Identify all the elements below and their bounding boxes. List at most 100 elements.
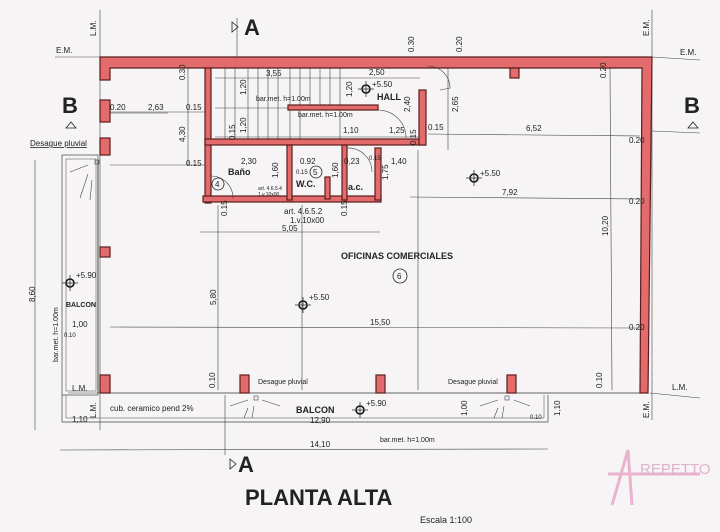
dimension: 0.30 (407, 36, 416, 52)
dimension: 6,52 (526, 124, 542, 133)
dimension: 0.15 (340, 200, 349, 216)
doors (210, 65, 451, 199)
lm-label: L.M. (72, 384, 88, 393)
note-barmet: bar.met. h=1.00m (298, 112, 353, 119)
section-b-left: B (62, 93, 78, 118)
room-balcon-bottom: BALCON (296, 405, 335, 415)
note-art: art. 4.6.5.4 (258, 186, 282, 192)
dimension: 12,90 (310, 416, 331, 425)
dimension: 7,92 (502, 188, 518, 197)
section-a-top: A (244, 15, 260, 40)
note-art: art. 4.6.5.2 (284, 207, 323, 216)
level-marker-icon (466, 170, 482, 186)
room-wc: W.C. (296, 179, 316, 189)
section-arrow-icon (687, 121, 699, 129)
dimension: 5,80 (209, 289, 218, 305)
walls (99, 56, 653, 394)
note-art: 1.v.10x00 (290, 216, 325, 225)
dimension: 1,10 (553, 400, 562, 416)
dimension: 1,60 (331, 162, 340, 178)
note-desague: Desague pluvial (258, 379, 308, 386)
level-label: +5.50 (480, 169, 501, 178)
room-hall: HALL (377, 92, 401, 102)
dimension: 1,10 (72, 415, 88, 424)
dimensions: 0.20 2,63 0.15 0.15 3,55 2,50 1,10 1,25 … (28, 36, 645, 449)
dimension: 1,75 (381, 164, 390, 180)
dimension: 2,30 (241, 157, 257, 166)
room-ac: a.c. (348, 182, 363, 192)
dimension: 5,05 (282, 224, 298, 233)
dimension: 1,60 (271, 162, 280, 178)
dimension: 0.10 (595, 372, 604, 388)
plan-scale: Escala 1:100 (420, 515, 472, 525)
drain-arrows (69, 159, 531, 419)
dimension: 14,10 (310, 440, 331, 449)
dimension: 1,10 (343, 126, 359, 135)
section-a-bottom: A (238, 452, 254, 477)
staircase (215, 68, 420, 140)
room-number-circle (211, 177, 225, 191)
room-bano: Baño (228, 167, 251, 177)
dimension: 1,00 (460, 400, 469, 416)
dimension: 10,20 (601, 215, 610, 236)
dimension: 4,30 (178, 126, 187, 142)
room-balcon-left: BALCON (66, 302, 96, 309)
level-label: +5.50 (309, 293, 330, 302)
level-marker-icon (62, 275, 78, 291)
lm-label: L.M. (672, 383, 688, 392)
level-label: +5.50 (372, 80, 393, 89)
dimension: 1,20 (239, 117, 248, 133)
dimension: 1,00 (72, 320, 88, 329)
dimension: 0.20 (629, 197, 645, 206)
note-cub: cub. ceramico pend 2% (110, 404, 194, 413)
dimension: 0.20 (110, 103, 126, 112)
dimension: 0.15 (186, 103, 202, 112)
dimension: 0.15 (296, 170, 308, 176)
level-marker-icon (358, 81, 374, 97)
dimension: 0.10 (530, 415, 542, 421)
dimension: 1,40 (391, 157, 407, 166)
dimension: 0.15 (428, 123, 444, 132)
note-art: 1.v.10x00 (258, 192, 280, 198)
dimension: 0.15 (220, 200, 229, 216)
note-desague: Desague pluvial (448, 379, 498, 386)
section-b-right: B (684, 93, 700, 118)
note-desague: Desague pluvial (30, 139, 87, 148)
lm-label: L.M. (89, 402, 98, 418)
level-label: +5.90 (366, 399, 387, 408)
dimension: 1,20 (239, 79, 248, 95)
dimension: 8,60 (28, 286, 37, 302)
dimension: 15,50 (370, 318, 391, 327)
plan-title: PLANTA ALTA (245, 485, 393, 510)
lm-label: L.M. (89, 20, 98, 36)
level-label: +5.90 (76, 271, 97, 280)
dimension: 2,50 (369, 68, 385, 77)
dimension: 0,23 (344, 157, 360, 166)
em-label: E.M. (56, 46, 72, 55)
dimension: 2,40 (403, 96, 412, 112)
dimension: 3,55 (266, 69, 282, 78)
dimension: 0.92 (300, 157, 316, 166)
em-label: E.M. (680, 48, 696, 57)
repetto-logo: REPETTO (608, 449, 711, 506)
dimension: 2,65 (451, 96, 460, 112)
dimension: 0.20 (629, 136, 645, 145)
dimension: 1,25 (389, 126, 405, 135)
level-marker-icon (295, 297, 311, 313)
dimension: 0.10 (64, 333, 76, 339)
dimension: 0.15 (369, 156, 381, 162)
dimension: 0.15 (409, 129, 418, 145)
section-arrow-icon (65, 121, 77, 129)
dimension: 1,20 (345, 81, 354, 97)
em-label: E.M. (642, 20, 651, 36)
room-number-circle (392, 268, 408, 284)
reference-lines (34, 10, 701, 455)
room-number: 6 (397, 272, 402, 281)
dimension: 0.20 (455, 36, 464, 52)
section-arrow-icon (229, 458, 237, 470)
note-barmet: bar.met. h=1.00m (53, 307, 60, 362)
em-label: E.M. (642, 402, 651, 418)
room-oficinas: OFICINAS COMERCIALES (341, 251, 453, 261)
